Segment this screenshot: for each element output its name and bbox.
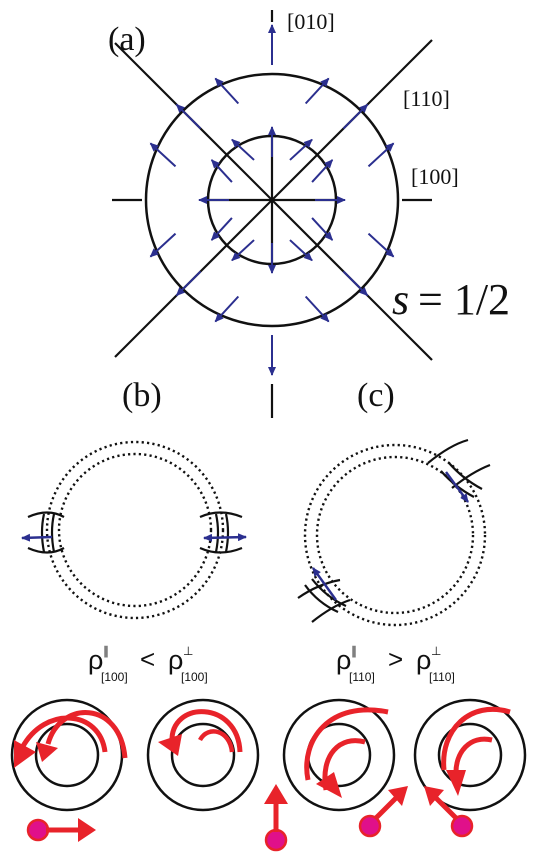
motion-arrow-4	[424, 786, 444, 806]
rho-perp-c: ρ	[416, 645, 431, 675]
rho-parallel-b: ρ	[88, 645, 103, 675]
dotted-outer-circle-c	[303, 443, 487, 627]
subscript-c-1: [110]	[349, 670, 375, 684]
field-arrow-outer-4	[175, 103, 202, 130]
field-arrow-outer-8	[214, 295, 240, 323]
field-arrow-outer-11	[367, 232, 395, 258]
domain-wall-right	[199, 511, 247, 554]
field-arrows	[149, 24, 395, 376]
motion-arrow-1	[78, 818, 96, 842]
panel-a-label: (a)	[108, 21, 146, 58]
red-arrowhead-4	[446, 770, 466, 796]
parallel-symbol-c: ∥	[351, 644, 357, 658]
field-arrow-inner-10	[289, 239, 313, 262]
dotted-inner-circle-c	[315, 455, 475, 615]
direction-010-label: [010]	[287, 9, 335, 34]
red-path-2b	[198, 729, 235, 753]
subscript-c-2: [110]	[429, 670, 455, 684]
field-arrow-inner-7	[210, 217, 233, 241]
wall-arrow-left	[21, 533, 53, 542]
wall-arrow-upper-right	[445, 471, 469, 503]
field-arrow-outer-5	[149, 142, 177, 168]
rho-parallel-c: ρ	[336, 645, 351, 675]
subscript-b-1: [100]	[101, 670, 128, 684]
field-arrow-inner-2	[289, 138, 313, 161]
red-path-4b	[453, 736, 493, 776]
field-arrow-inner-11	[311, 217, 334, 241]
particle-2	[264, 828, 288, 852]
outer-circle	[144, 72, 400, 328]
domain-wall-left	[21, 511, 65, 554]
red-path-1b	[45, 710, 128, 759]
relation-operator-c: >	[388, 644, 403, 674]
field-arrow-outer-2	[304, 77, 330, 105]
bottom-row	[10, 698, 527, 852]
panel-c-label: (c)	[357, 377, 395, 414]
motion-arrow-3	[388, 786, 408, 806]
relation-c: ρ ∥ [110] > ρ ⊥ [110]	[336, 644, 455, 684]
particle-4	[450, 814, 474, 838]
wall-arrow-right	[203, 533, 247, 542]
field-arrow-outer-0	[367, 142, 395, 168]
field-arrow-outer-9	[304, 295, 330, 323]
domain-wall-upper-right	[427, 438, 491, 503]
field-arrow-inner-1	[311, 159, 334, 183]
field-arrow-outer-1	[342, 103, 369, 130]
relation-b: ρ ∥ [100] < ρ ⊥ [100]	[88, 644, 208, 684]
red-arrowhead-2a	[158, 734, 182, 756]
motion-arrow-2	[264, 784, 288, 804]
field-arrow-inner-8	[231, 239, 255, 262]
ring-3	[282, 698, 408, 838]
particle-1	[26, 818, 50, 842]
field-arrow-outer-6	[149, 232, 177, 258]
domain-wall-lower-left	[297, 567, 351, 623]
perp-symbol-c: ⊥	[431, 644, 441, 658]
crystal-axes	[112, 10, 433, 418]
field-arrow-outer-7	[175, 270, 202, 297]
parallel-symbol-b: ∥	[103, 644, 109, 658]
ring-1	[10, 698, 128, 842]
relation-operator-b: <	[140, 644, 155, 674]
panel-b: (b) ρ ∥ [100] < ρ ⊥ [100]	[21, 377, 247, 684]
red-arrowhead-3	[316, 772, 342, 798]
field-arrow-outer-3	[214, 77, 240, 105]
direction-100-label: [100]	[411, 164, 459, 189]
direction-110-label: [110]	[403, 86, 450, 111]
ring-2	[146, 698, 288, 852]
panel-b-label: (b)	[122, 377, 162, 414]
dotted-inner-circle	[57, 452, 213, 608]
red-arrowhead-1b	[36, 742, 58, 762]
spin-symbol: s	[392, 275, 409, 324]
red-path-4a	[441, 706, 511, 771]
spin-value: = 1/2	[418, 275, 510, 324]
panel-a: (a) [010] [110] [100] s = 1/2	[108, 9, 510, 418]
field-arrow-outer-10	[342, 270, 369, 297]
ring-4	[413, 698, 527, 838]
panel-c: (c) ρ ∥ [110] > ρ ⊥ [110]	[297, 377, 491, 684]
diagonal-axis-1-10	[114, 42, 433, 361]
wall-arrow-lower-left	[312, 567, 337, 601]
diagonal-axis-110	[114, 39, 433, 358]
red-path-3a	[304, 707, 389, 781]
red-path-2a	[169, 709, 243, 753]
field-arrow-inner-4	[231, 138, 255, 161]
perp-symbol-b: ⊥	[183, 644, 193, 658]
particle-3	[358, 814, 382, 838]
subscript-b-2: [100]	[181, 670, 208, 684]
field-arrow-inner-5	[210, 159, 233, 183]
rho-perp-b: ρ	[168, 645, 183, 675]
dotted-outer-circle	[45, 440, 225, 620]
red-arrowhead-1a	[14, 740, 36, 768]
